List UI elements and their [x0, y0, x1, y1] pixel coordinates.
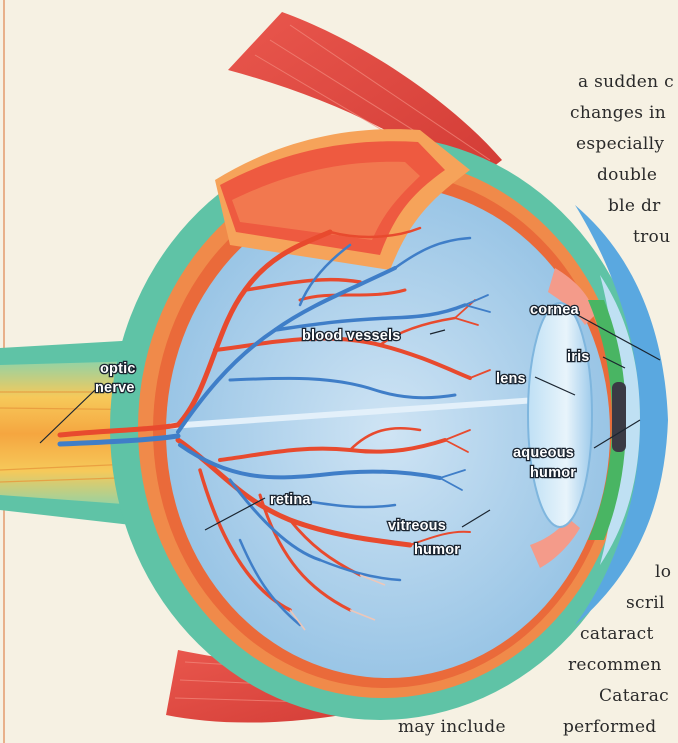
label-aqueous-humor: aqueous — [513, 445, 574, 461]
body-text-line: especially — [576, 134, 664, 154]
body-text-line: cataract — [580, 624, 654, 644]
body-text-line: may include — [398, 717, 506, 737]
label-lens: lens — [496, 371, 526, 387]
label-optic-nerve-2: nerve — [95, 380, 135, 396]
label-retina: retina — [270, 492, 311, 508]
body-text-line: changes in — [570, 103, 666, 123]
body-text-line: recommen — [568, 655, 662, 675]
label-iris: iris — [567, 349, 590, 365]
label-vitreous-humor-2: humor — [414, 542, 460, 558]
label-vitreous-humor: vitreous — [388, 518, 446, 534]
body-text-line: trou — [633, 227, 670, 247]
body-text-line: double — [597, 165, 657, 185]
body-text-line: lo — [655, 562, 671, 582]
label-aqueous-humor-2: humor — [530, 465, 576, 481]
body-text-line: ble dr — [608, 196, 661, 216]
label-optic-nerve: optic — [100, 361, 136, 377]
label-cornea: cornea — [530, 302, 579, 318]
body-text-line: Catarac — [599, 686, 669, 706]
body-text-line: scril — [626, 593, 665, 613]
pupil — [612, 382, 626, 452]
body-text-line: performed — [563, 717, 657, 737]
label-blood-vessels: blood vessels — [302, 328, 401, 344]
body-text-line: a sudden c — [578, 72, 674, 92]
lens — [528, 303, 592, 527]
